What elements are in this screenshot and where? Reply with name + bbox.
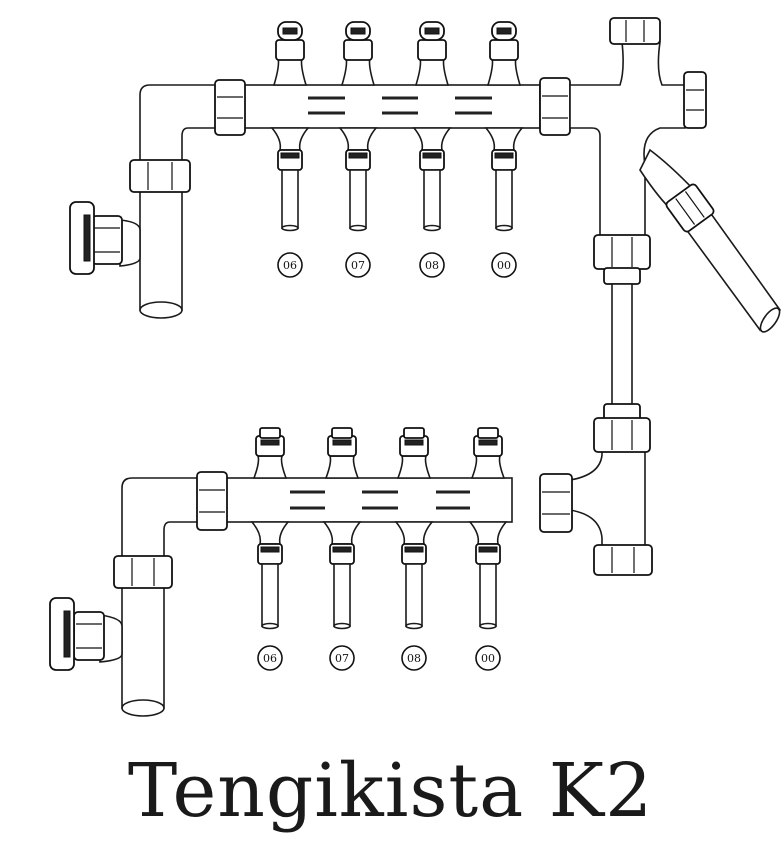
lower-left-pipe-end — [121, 699, 165, 717]
upper-valve-heads — [272, 21, 522, 86]
upper-left-elbow-pipe — [139, 84, 226, 311]
upper-bar-left-nut — [214, 79, 246, 136]
lower-outlets — [250, 521, 508, 630]
lower-circuit-label: 07 — [335, 652, 349, 665]
upper-bar-markings — [308, 96, 492, 115]
upper-circuit-labels: 06 07 08 00 — [277, 252, 517, 278]
upper-circuit-label: 08 — [425, 259, 439, 272]
lower-valve-heads — [252, 427, 506, 479]
lower-bar-left-nut — [196, 471, 228, 531]
vertical-connector-pipe — [611, 283, 633, 407]
upper-circuit-label: 07 — [351, 259, 365, 272]
lower-left-elbow-pipe — [121, 477, 206, 709]
lower-circuit-label: 08 — [407, 652, 421, 665]
upper-circuit-label: 06 — [283, 259, 297, 272]
lower-right-tee — [539, 403, 653, 576]
lower-left-valve — [49, 597, 123, 671]
lower-manifold: 06 07 08 00 — [49, 403, 653, 717]
lower-main-bar — [221, 477, 513, 523]
lower-left-sleeve-nut — [113, 555, 173, 589]
upper-manifold: 06 07 08 00 — [69, 17, 781, 407]
lower-bar-markings — [290, 490, 470, 510]
lower-circuit-label: 06 — [263, 652, 277, 665]
upper-right-tee — [569, 17, 781, 333]
upper-outlets — [270, 127, 524, 232]
upper-circuit-label: 00 — [497, 259, 511, 272]
diagram-title: Tengikista K2 — [127, 748, 654, 834]
upper-main-bar — [239, 84, 541, 129]
upper-bar-right-nut — [539, 77, 571, 136]
lower-circuit-labels: 06 07 08 00 — [257, 645, 501, 671]
lower-circuit-label: 00 — [481, 652, 495, 665]
upper-left-valve — [69, 201, 141, 275]
upper-left-pipe-end — [139, 301, 183, 319]
upper-left-sleeve-nut — [129, 159, 191, 193]
